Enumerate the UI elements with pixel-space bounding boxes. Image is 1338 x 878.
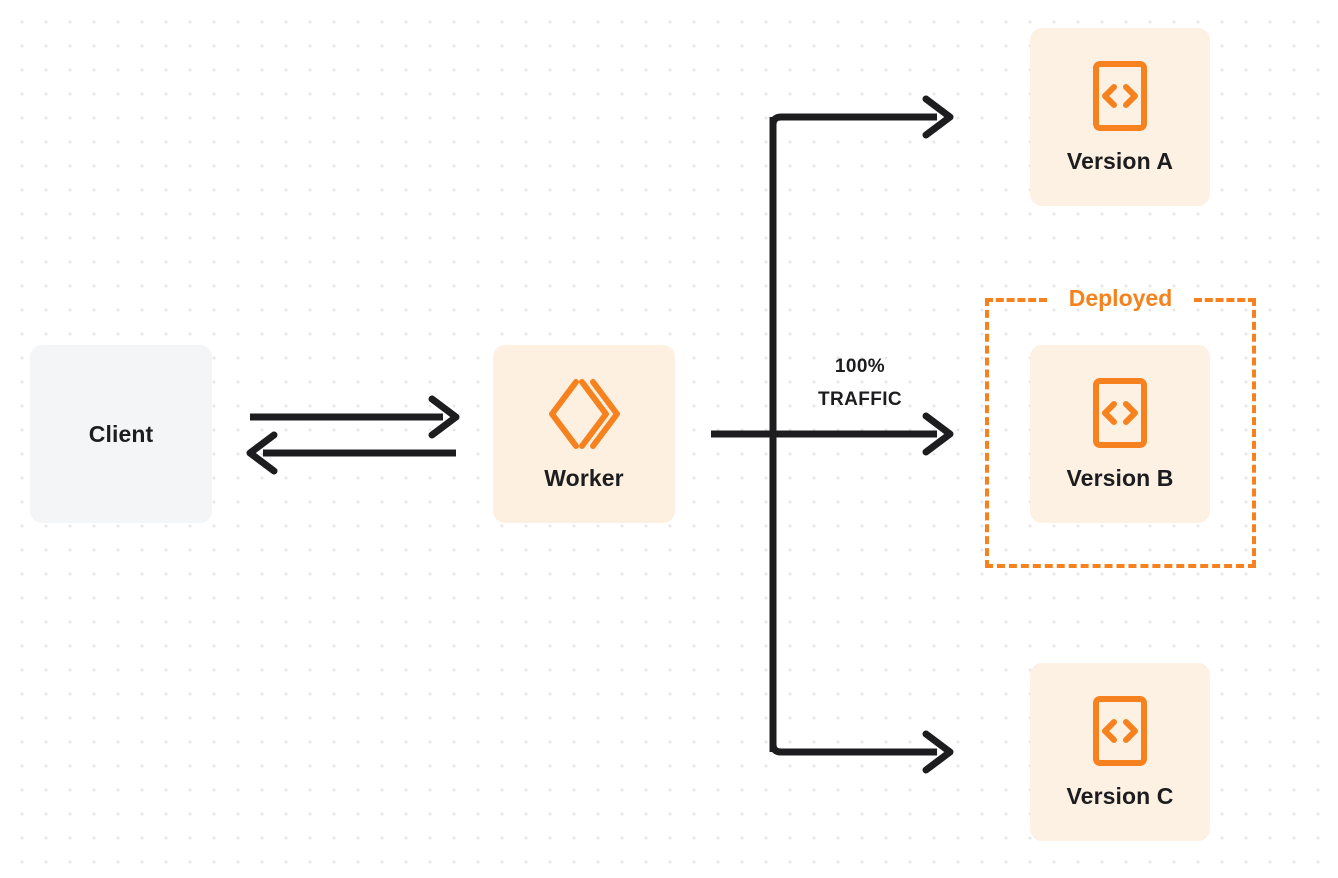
code-brackets-icon bbox=[1092, 60, 1148, 132]
node-version-a-label: Version A bbox=[1066, 147, 1174, 174]
traffic-percentage-label: 100% TRAFFIC bbox=[790, 350, 930, 416]
edge-client-to-worker bbox=[250, 395, 460, 439]
node-version-b[interactable]: Version B bbox=[1030, 345, 1210, 523]
deployed-border-top-right bbox=[1194, 298, 1256, 302]
code-brackets-icon bbox=[1092, 695, 1148, 767]
node-version-c[interactable]: Version C bbox=[1030, 663, 1210, 841]
traffic-percent-value: 100% bbox=[834, 356, 886, 377]
node-version-b-label: Version B bbox=[1066, 464, 1174, 491]
deployed-border-bottom bbox=[985, 564, 1256, 568]
arrowhead-version-c bbox=[922, 730, 954, 774]
cloudflare-workers-logo-icon bbox=[545, 377, 623, 451]
node-worker[interactable]: Worker bbox=[493, 345, 675, 523]
deployed-border-left bbox=[985, 298, 989, 568]
node-client[interactable]: Client bbox=[30, 345, 212, 523]
traffic-caption: TRAFFIC bbox=[817, 389, 903, 410]
node-version-c-label: Version C bbox=[1066, 782, 1174, 809]
arrowhead-version-b bbox=[922, 412, 954, 456]
deployed-border-right bbox=[1252, 298, 1256, 568]
node-version-a[interactable]: Version A bbox=[1030, 28, 1210, 206]
deployed-group-label: Deployed bbox=[1068, 285, 1173, 311]
node-worker-label: Worker bbox=[544, 464, 624, 491]
deployed-border-top-left bbox=[985, 298, 1047, 302]
deployed-group-box: Deployed bbox=[985, 285, 1256, 568]
code-brackets-icon bbox=[1092, 377, 1148, 449]
edge-worker-to-client bbox=[246, 431, 456, 475]
node-client-label: Client bbox=[88, 420, 154, 447]
arrowhead-version-a bbox=[922, 95, 954, 139]
edge-worker-to-versions-trunk bbox=[711, 113, 937, 756]
